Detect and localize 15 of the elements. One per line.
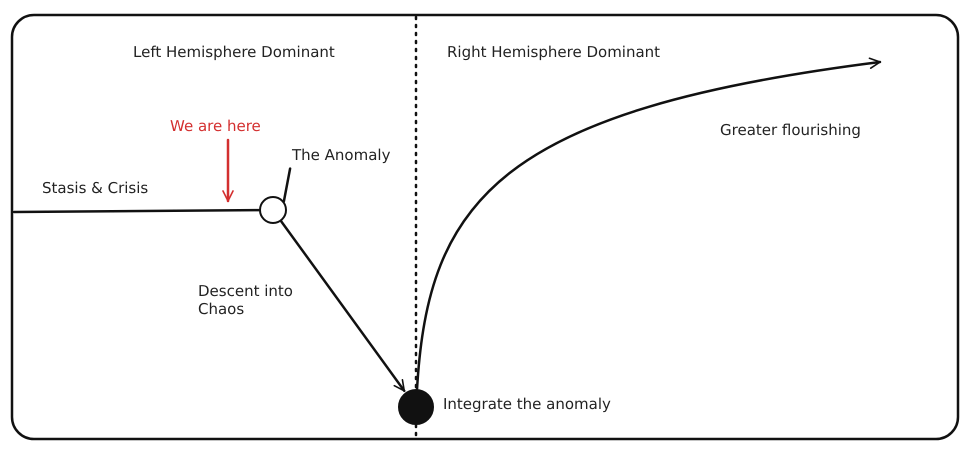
- callout-text: We are here: [170, 117, 261, 135]
- node-caption: Integrate the anomaly: [443, 395, 611, 413]
- arrow: [280, 220, 406, 392]
- arrow: [416, 58, 882, 390]
- edge-label: Stasis & Crisis: [42, 179, 148, 197]
- leader-line: [282, 167, 292, 202]
- filled-circle: [398, 389, 434, 425]
- arrow: [222, 138, 234, 202]
- open-circle: [259, 196, 287, 224]
- edge-label: Descent into Chaos: [198, 282, 294, 318]
- region-heading: Left Hemisphere Dominant: [133, 43, 335, 61]
- region-heading: Right Hemisphere Dominant: [447, 43, 660, 61]
- edge-label: Greater flourishing: [720, 121, 861, 139]
- callout-text: The Anomaly: [292, 146, 390, 164]
- line: [12, 208, 260, 214]
